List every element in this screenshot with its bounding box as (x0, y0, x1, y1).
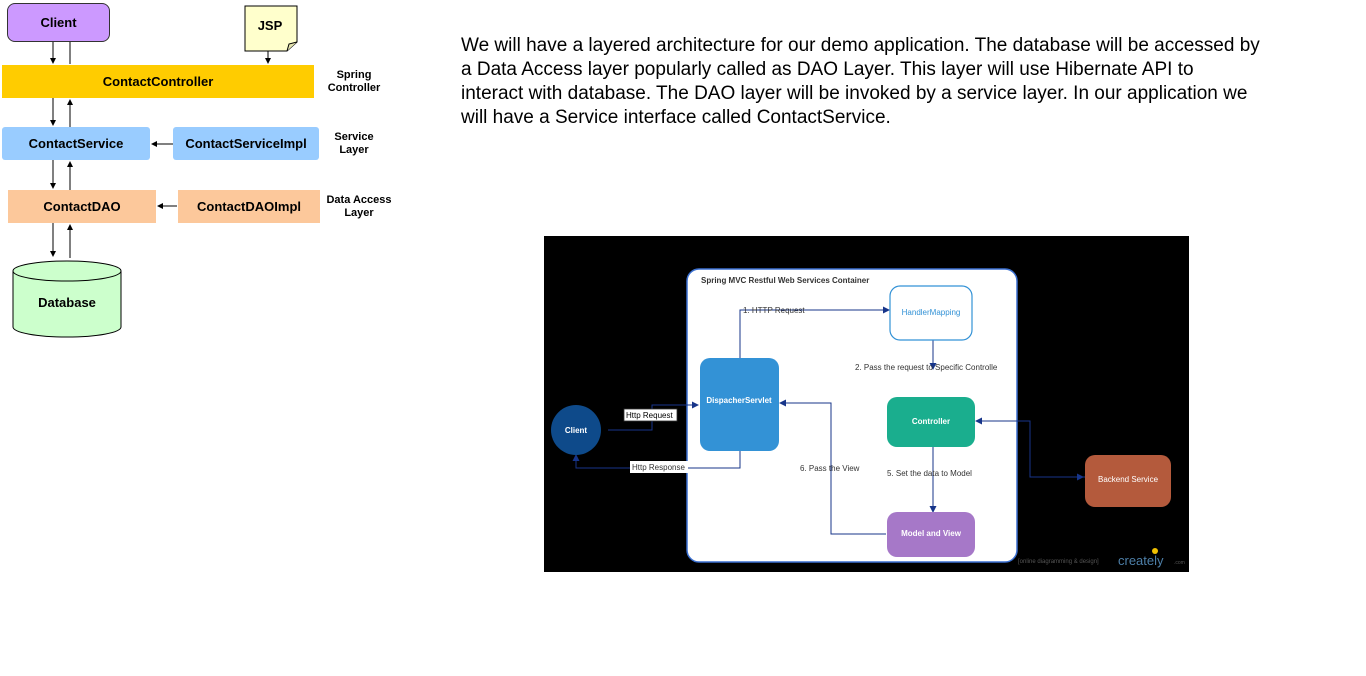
model-and-view-node (887, 512, 975, 557)
step1-label: 1. HTTP Request (743, 306, 805, 315)
client-node-label: Client (565, 426, 588, 435)
backend-service-label: Backend Service (1098, 475, 1159, 484)
watermark-tld: .com (1174, 560, 1185, 566)
contact-dao-impl-box: ContactDAOImpl (178, 190, 320, 223)
arrow-http-request (739, 306, 890, 358)
http-response-label: Http Response (632, 463, 685, 472)
dispatcher-node-label: DispacherServlet (706, 396, 772, 405)
layer-arrows (12, 5, 298, 338)
bulb-icon (1152, 548, 1158, 554)
jsp-label: JSP (257, 17, 283, 33)
data-access-layer-label: Data Access Layer (326, 194, 392, 219)
http-response-tag (630, 461, 688, 473)
contact-service-impl-box: ContactServiceImpl (173, 127, 319, 160)
contact-dao-box: ContactDAO (8, 190, 156, 223)
handler-mapping-label: HandlerMapping (902, 308, 961, 317)
http-request-label: Http Request (626, 411, 673, 420)
step2-label: 2. Pass the request to Specific Controll… (855, 363, 998, 372)
handler-mapping-node (889, 285, 973, 341)
arrow-model-to-dispatcher (779, 399, 886, 535)
client-node (551, 405, 601, 455)
http-request-tag (623, 408, 678, 422)
database-label: Database (38, 294, 96, 310)
spring-controller-label: Spring Controller (327, 69, 381, 94)
model-and-view-label: Model and View (901, 529, 962, 538)
step5-label: 5. Set the data to Model (887, 469, 972, 478)
controller-node-label: Controller (912, 417, 950, 426)
container-frame (686, 268, 1018, 563)
dispatcher-node (700, 358, 779, 451)
contact-controller-box: ContactController (2, 65, 314, 98)
watermark-brand: creately (1118, 553, 1164, 568)
step6-label: 6. Pass the View (800, 464, 860, 473)
service-layer-label: Service Layer (334, 131, 374, 156)
backend-service-node (1085, 455, 1171, 507)
watermark-sub: [online diagramming & design] (1018, 559, 1099, 565)
contact-service-box: ContactService (2, 127, 150, 160)
database-cylinder (12, 271, 122, 338)
description-paragraph: We will have a layered architecture for … (461, 35, 1260, 128)
client-box: Client (7, 3, 110, 42)
spring-mvc-svg: Spring MVC Restful Web Services Containe… (551, 268, 1185, 568)
controller-node (887, 397, 975, 447)
container-title: Spring MVC Restful Web Services Containe… (701, 276, 869, 285)
spring-mvc-diagram: Spring MVC Restful Web Services Containe… (544, 236, 1189, 572)
